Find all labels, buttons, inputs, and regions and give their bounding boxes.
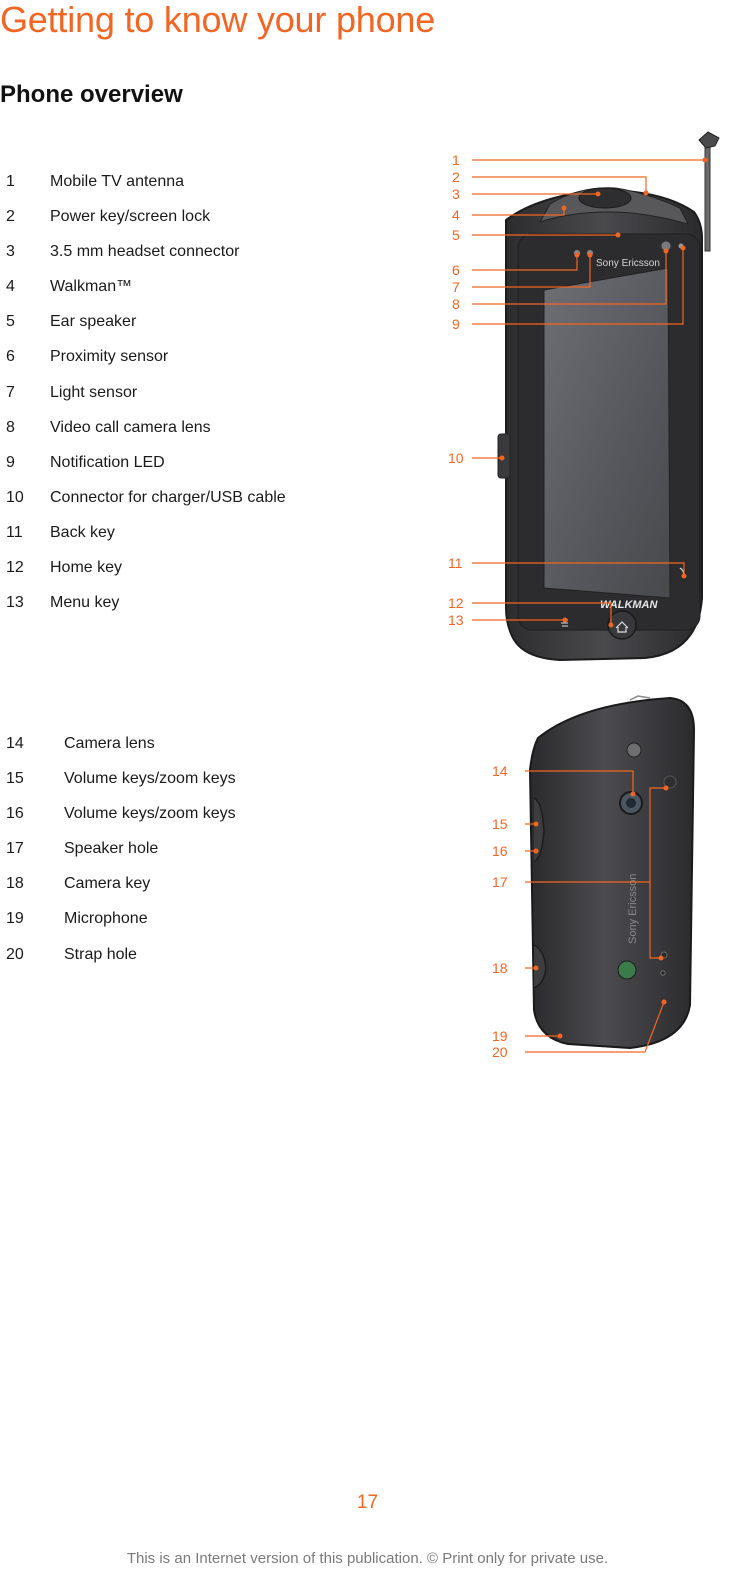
phone-body: Sony Ericsson [528,695,696,1050]
item-number: 20 [6,945,24,963]
item-label: Ear speaker [50,313,137,331]
item-label: Speaker hole [64,840,159,858]
phone-front-illustration: Sony Ericsson WALKMAN 1 2 3 4 5 6 7 [448,131,720,662]
item-label: 3.5 mm headset connector [50,243,240,261]
item-number: 3 [6,243,15,261]
item-label: Microphone [64,910,148,928]
list-item: 11 Back key [6,515,286,550]
callout-18: 18 [492,960,508,976]
list-item: 3 3.5 mm headset connector [6,234,286,269]
item-number: 12 [6,559,24,577]
item-number: 4 [6,278,15,296]
item-label: Volume keys/zoom keys [64,805,236,823]
callout-9: 9 [452,316,460,332]
list-item: 5 Ear speaker [6,304,286,339]
item-label: Mobile TV antenna [50,173,185,190]
item-number: 10 [6,488,24,506]
item-label: Camera lens [64,735,155,752]
item-number: 15 [6,770,24,788]
callout-7: 7 [452,279,460,295]
callout-6: 6 [452,262,460,278]
item-number: 8 [6,418,15,436]
item-label: Strap hole [64,945,137,963]
list-item: 19 Microphone [6,901,236,936]
walkman-logo: WALKMAN [600,599,658,611]
callout-dots [499,157,708,628]
item-number: 2 [6,208,15,226]
phone-back-illustration: Sony Ericsson 14 15 16 17 18 19 20 [492,695,696,1060]
item-label: Light sensor [50,383,138,401]
item-number: 13 [6,594,24,612]
item-number: 1 [6,173,15,190]
callout-4: 4 [452,207,460,223]
callout-16: 16 [492,843,508,859]
item-label: Walkman™ [50,278,133,296]
callout-13: 13 [448,612,464,628]
list-item: 1 Mobile TV antenna [6,164,286,199]
item-number: 6 [6,348,15,366]
callout-10: 10 [448,450,464,466]
footer-note: This is an Internet version of this publ… [126,1550,609,1567]
list-item: 2 Power key/screen lock [6,199,286,234]
list-item: 16 Volume keys/zoom keys [6,796,236,831]
page-number: 17 [356,1492,379,1513]
list-item: 10 Connector for charger/USB cable [6,480,286,515]
item-number: 16 [6,805,24,823]
item-label: Power key/screen lock [50,208,211,226]
brand-logo: Sony Ericsson [596,258,660,269]
list-item: 6 Proximity sensor [6,339,286,374]
list-item: 14 Camera lens [6,726,236,761]
callout-1: 1 [452,152,460,168]
section-heading: Phone overview [0,81,183,108]
list-item: 9 Notification LED [6,445,286,480]
list-item: 8 Video call camera lens [6,410,286,445]
callout-8: 8 [452,296,460,312]
callout-lines [472,159,705,625]
list-item: 17 Speaker hole [6,831,236,866]
item-label: Back key [50,523,115,541]
front-parts-list: 1 Mobile TV antenna 2 Power key/screen loc… [6,164,286,620]
item-number: 17 [6,840,24,858]
item-number: 5 [6,313,15,331]
callout-14: 14 [492,763,508,779]
item-label: Connector for charger/USB cable [50,488,286,506]
page-title: Getting to know your phone [0,0,436,40]
item-number: 9 [6,453,15,471]
item-label: Home key [50,559,123,577]
item-number: 19 [6,910,24,928]
item-number: 11 [6,523,23,541]
list-item: 12 Home key [6,550,286,585]
item-label: Proximity sensor [50,348,169,366]
item-label: Camera key [64,875,151,893]
brand-logo: Sony Ericsson [627,874,639,944]
item-label: Notification LED [50,453,165,471]
callout-2: 2 [452,169,460,185]
callout-5: 5 [452,227,460,243]
item-label: Video call camera lens [50,418,211,436]
list-item: 7 Light sensor [6,375,286,410]
list-item: 4 Walkman™ [6,269,286,304]
callout-numbers: 14 15 16 17 18 19 20 [492,763,508,1060]
item-number: 14 [6,735,24,752]
item-number: 7 [6,383,15,401]
phone-body: Sony Ericsson WALKMAN [497,131,720,662]
list-item: 13 Menu key [6,585,286,620]
item-label: Menu key [50,594,120,612]
callout-15: 15 [492,816,508,832]
item-number: 18 [6,875,24,893]
callout-12: 12 [448,595,464,611]
list-item: 15 Volume keys/zoom keys [6,761,236,796]
list-item: 18 Camera key [6,866,236,901]
callout-19: 19 [492,1028,508,1044]
callout-dots [533,785,669,1039]
callout-20: 20 [492,1044,508,1060]
callout-17: 17 [492,874,508,890]
list-item: 20 Strap hole [6,937,236,972]
callout-lines [525,770,666,1053]
callout-3: 3 [452,186,460,202]
item-label: Volume keys/zoom keys [64,770,236,788]
callout-numbers: 1 2 3 4 5 6 7 8 9 10 11 12 13 [448,152,464,628]
callout-11: 11 [448,555,463,571]
